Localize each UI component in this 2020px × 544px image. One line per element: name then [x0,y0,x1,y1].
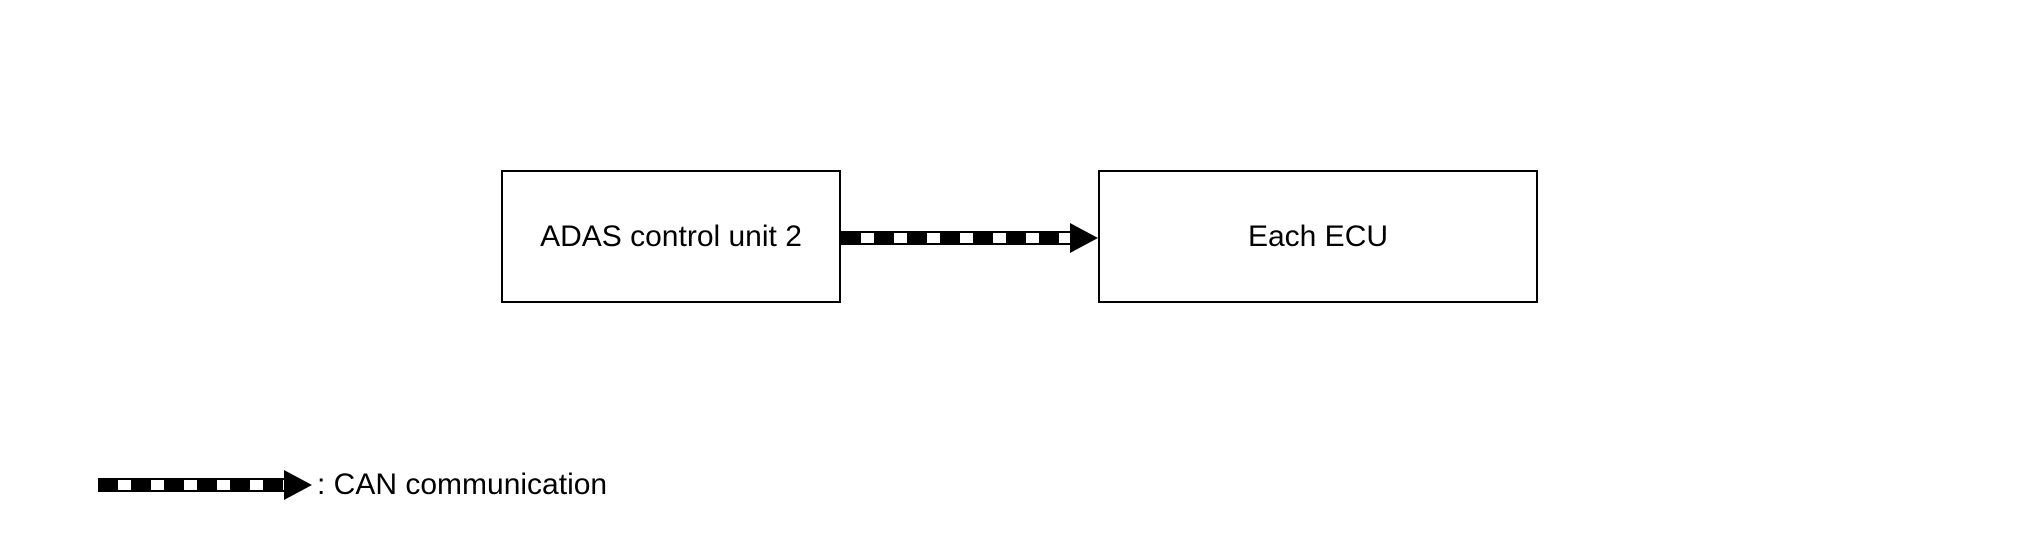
node-ecu-label: Each ECU [1247,219,1389,253]
arrowhead-right-icon [1070,223,1098,253]
node-each-ecu: Each ECU [1098,170,1538,303]
legend-can-arrow-icon [98,470,312,500]
can-arrow-shaft [841,231,1070,245]
node-adas-label: ADAS control unit 2 [540,219,802,253]
legend: : CAN communication [98,470,607,500]
can-connection-arrow [841,223,1098,253]
legend-arrowhead-right-icon [284,470,312,500]
legend-label: : CAN communication [317,468,608,501]
legend-can-arrow-shaft [98,478,284,492]
node-adas-control-unit-2: ADAS control unit 2 [501,170,841,303]
